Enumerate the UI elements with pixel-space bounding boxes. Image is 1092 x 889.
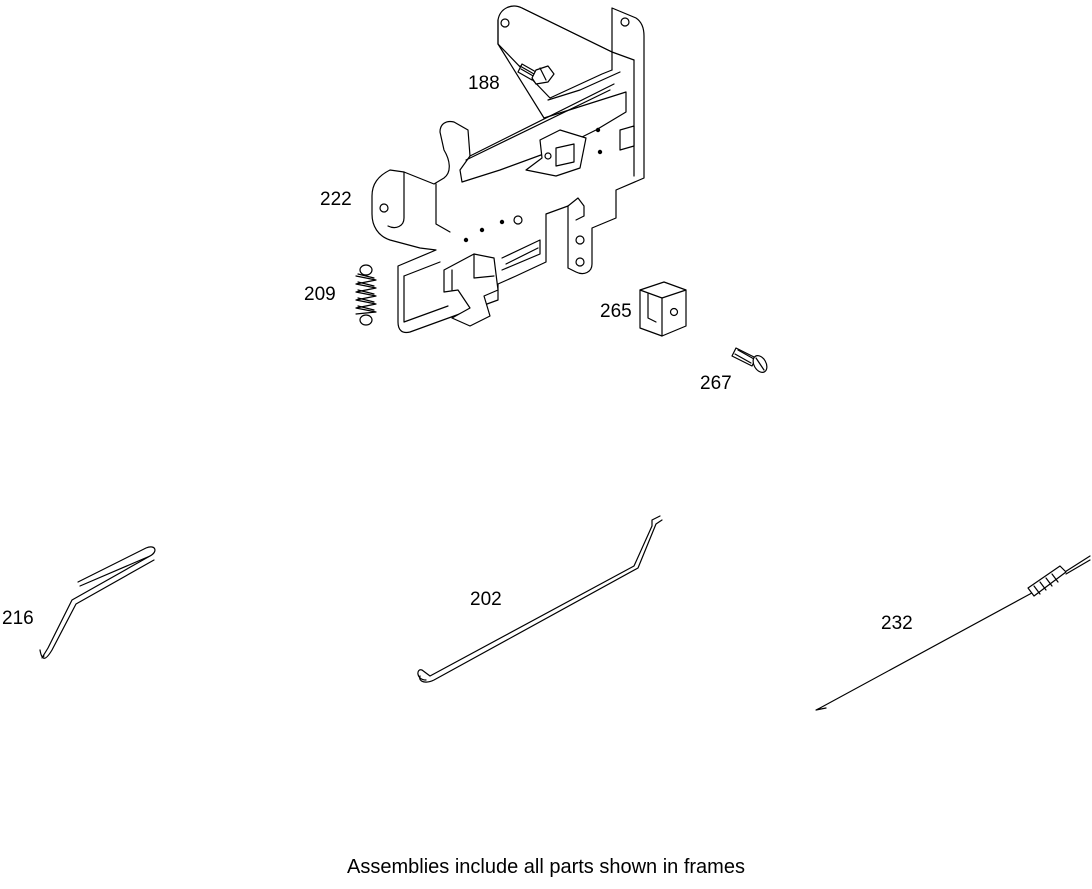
part-label-202: 202: [470, 589, 502, 610]
part-label-265: 265: [600, 301, 632, 322]
spring-209: [355, 264, 377, 326]
part-label-216: 216: [2, 608, 34, 629]
link-rod-216: [39, 546, 156, 659]
choke-link-232: [815, 555, 1091, 711]
part-label-209: 209: [304, 284, 336, 305]
assemblies-caption: Assemblies include all parts shown in fr…: [347, 856, 745, 878]
screw-267: [731, 347, 768, 373]
part-label-232: 232: [881, 613, 913, 634]
part-label-267: 267: [700, 373, 732, 394]
clip-265: [639, 281, 687, 337]
control-bracket-222: [371, 5, 645, 334]
bolt-188: [517, 63, 555, 85]
part-label-222: 222: [320, 189, 352, 210]
part-label-188: 188: [468, 73, 500, 94]
governor-link-202: [417, 515, 663, 683]
